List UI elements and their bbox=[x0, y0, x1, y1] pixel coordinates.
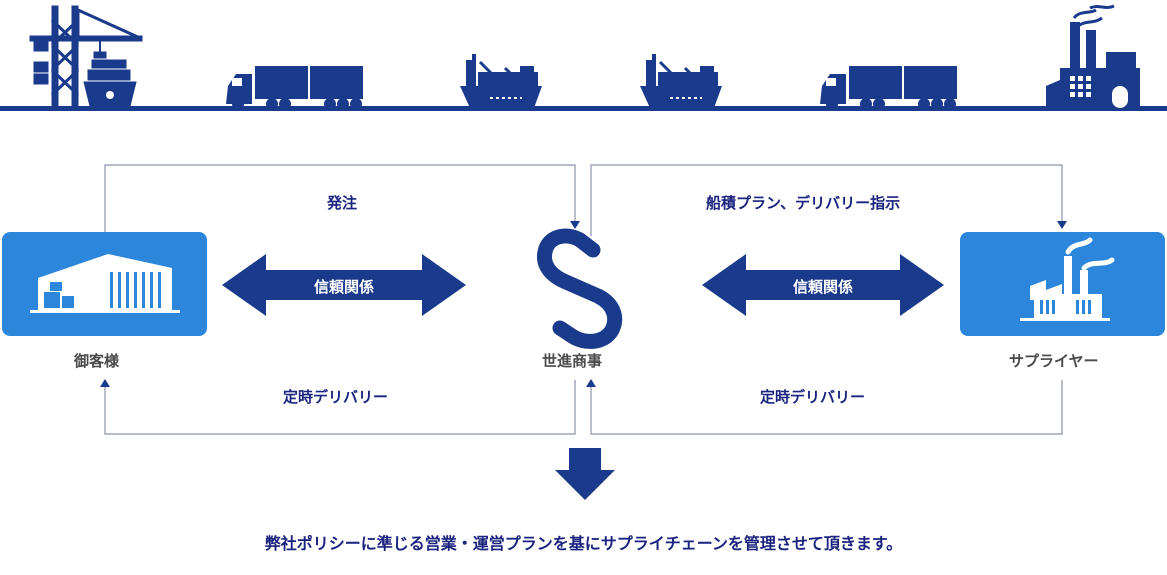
right-trust-double-arrow bbox=[702, 254, 944, 316]
left-trust-label: 信頼関係 bbox=[313, 278, 374, 296]
cargo-ship-icon bbox=[460, 54, 542, 108]
arrowhead-down-icon bbox=[570, 221, 580, 229]
factory-icon bbox=[1046, 4, 1140, 108]
right-delivery-line bbox=[590, 380, 1063, 435]
flow-arrowheads bbox=[100, 221, 1067, 387]
arrowhead-down-icon bbox=[1057, 221, 1067, 229]
instruction-label: 船積プラン、デリバリー指示 bbox=[706, 194, 901, 212]
left-trust-double-arrow bbox=[222, 254, 466, 316]
supplier-label: サプライヤー bbox=[1009, 352, 1099, 370]
arrowhead-up-icon bbox=[586, 379, 596, 387]
port-crane-ship-icon bbox=[29, 5, 143, 107]
left-delivery-line bbox=[104, 380, 576, 435]
s-logo-icon bbox=[537, 228, 623, 349]
order-flow-line bbox=[104, 164, 576, 232]
customer-label: 御客様 bbox=[74, 352, 120, 370]
truck-icon bbox=[820, 66, 957, 110]
transport-strip bbox=[0, 4, 1167, 111]
supplier-box bbox=[960, 232, 1165, 336]
ground-line bbox=[0, 106, 1167, 111]
company-label: 世進商事 bbox=[542, 352, 603, 370]
flow-lines bbox=[104, 164, 1063, 435]
arrowhead-up-icon bbox=[100, 379, 110, 387]
truck-icon bbox=[226, 66, 363, 110]
order-label: 発注 bbox=[327, 194, 358, 212]
down-arrow-icon bbox=[555, 448, 615, 500]
right-delivery-label: 定時デリバリー bbox=[760, 388, 866, 406]
cargo-ship-icon bbox=[640, 54, 722, 108]
policy-text: 弊社ポリシーに準じる営業・運営プランを基にサプライチェーンを管理させて頂きます。 bbox=[264, 534, 903, 553]
warehouse-icon bbox=[30, 254, 180, 313]
right-trust-label: 信頼関係 bbox=[792, 278, 853, 296]
instruction-flow-line bbox=[590, 164, 1063, 236]
left-delivery-label: 定時デリバリー bbox=[283, 388, 389, 406]
supplier-factory-icon bbox=[1020, 237, 1115, 321]
